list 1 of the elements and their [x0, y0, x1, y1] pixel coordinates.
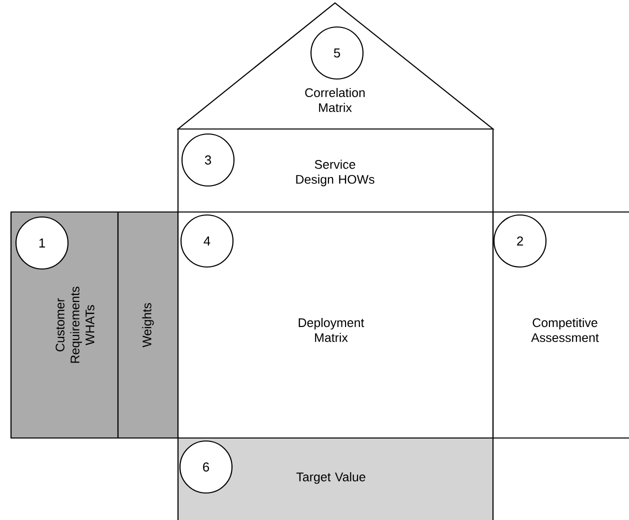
- weights-column: Weights: [117, 211, 179, 439]
